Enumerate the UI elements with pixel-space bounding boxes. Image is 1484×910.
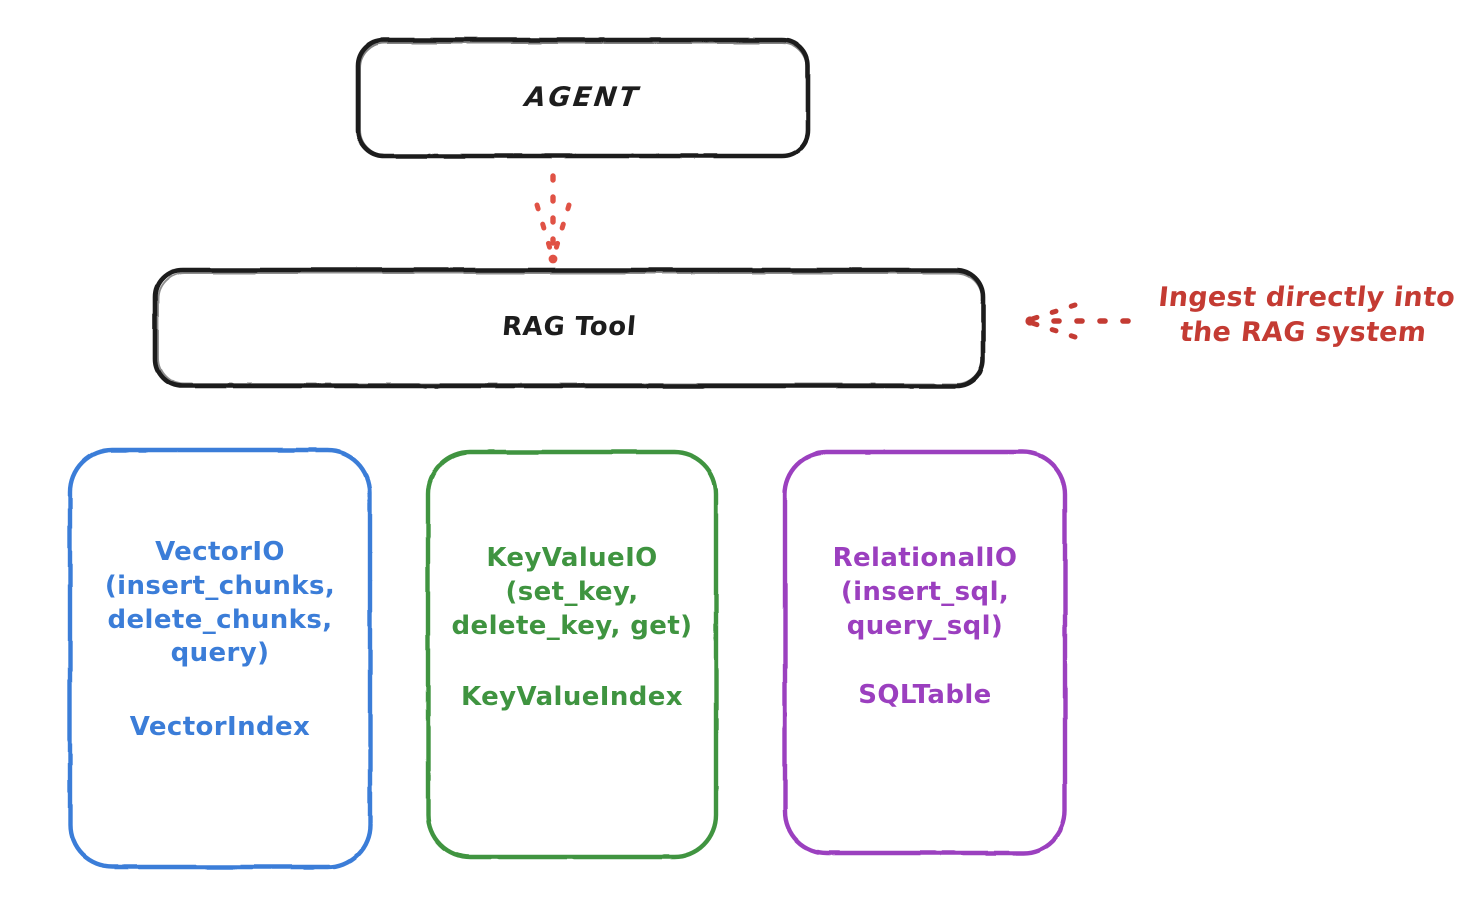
ingest-to-rag-tool-arrow <box>1025 302 1131 340</box>
ingest-annotation-label: Ingest directly into the RAG system <box>1156 282 1457 349</box>
vector-io-api-label: VectorIO (insert_chunks, delete_chunks, … <box>104 537 336 669</box>
relational-io-api-label: RelationalIO (insert_sql, query_sql) <box>832 543 1018 641</box>
key-value-io-node[interactable]: KeyValueIO (set_key, delete_key, get) Ke… <box>428 452 716 857</box>
vector-io-index-label: VectorIndex <box>129 712 311 743</box>
relational-io-node[interactable]: RelationalIO (insert_sql, query_sql) SQL… <box>785 452 1065 853</box>
key-value-io-index-label: KeyValueIndex <box>461 682 683 713</box>
agent-node[interactable]: AGENT <box>358 40 808 156</box>
ingest-annotation: Ingest directly into the RAG system <box>1140 280 1470 350</box>
vector-io-node[interactable]: VectorIO (insert_chunks, delete_chunks, … <box>70 450 370 867</box>
key-value-io-api-label: KeyValueIO (set_key, delete_key, get) <box>451 543 693 641</box>
rag-tool-node[interactable]: RAG Tool <box>155 270 983 386</box>
agent-node-label: AGENT <box>523 81 643 113</box>
agent-to-rag-tool-arrow <box>534 173 572 264</box>
relational-io-index-label: SQLTable <box>858 680 992 711</box>
rag-tool-node-label: RAG Tool <box>500 312 638 343</box>
